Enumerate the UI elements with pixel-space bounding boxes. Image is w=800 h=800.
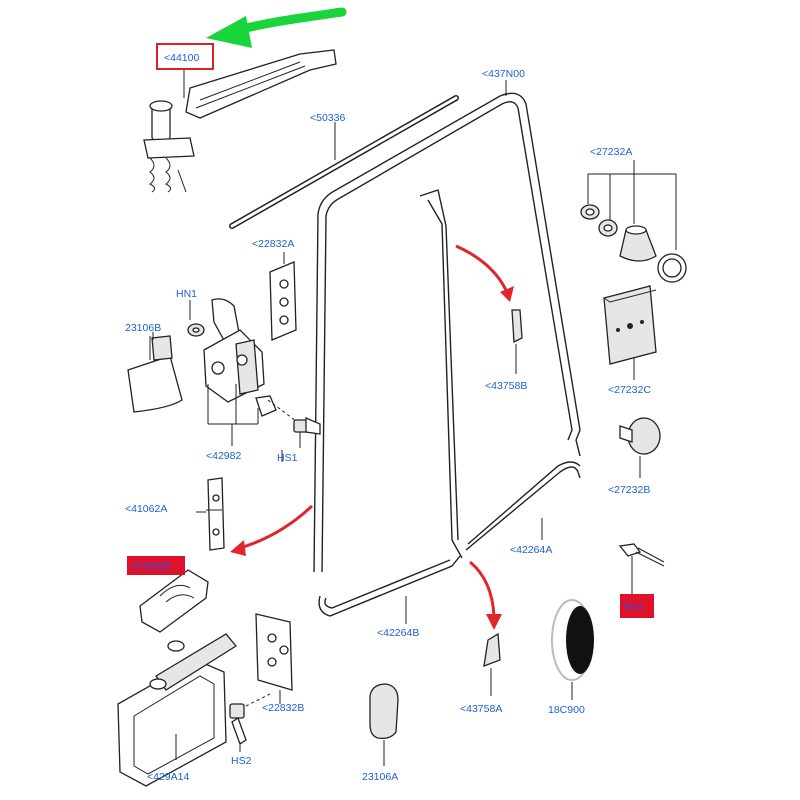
label-44100[interactable]: <44100 — [164, 52, 199, 64]
label-22832B[interactable]: <22832B — [262, 702, 304, 714]
green-pointer-arrow — [206, 7, 347, 48]
label-27232A[interactable]: <27232A — [590, 146, 632, 158]
pad-27232C — [603, 285, 657, 380]
red-tag-part — [620, 594, 654, 618]
bolt-HS2 — [229, 693, 271, 752]
highlight-box-44100 — [156, 43, 214, 70]
hinge-plate-22832B — [255, 613, 293, 704]
label-HS1[interactable]: HS1 — [277, 452, 298, 464]
red-tag-41062B — [127, 556, 185, 575]
label-red-tag-part[interactable]: Part — [624, 602, 643, 613]
strap-41062B — [139, 569, 209, 633]
clip-part-red-tag — [618, 543, 665, 594]
label-22832A[interactable]: <22832A — [252, 238, 294, 250]
label-42264A[interactable]: <42264A — [510, 544, 552, 556]
red-arrows — [230, 244, 514, 630]
nut-HN1 — [187, 300, 205, 337]
hinge-plate-22832A — [269, 252, 297, 341]
door-handle-part — [143, 49, 337, 193]
upper-hinge-42982 — [203, 298, 301, 446]
grommet-set-27232A — [580, 160, 687, 283]
label-41062A[interactable]: <41062A — [125, 503, 167, 515]
inner-channel-part — [419, 189, 463, 559]
label-23106A[interactable]: 23106A — [362, 771, 398, 783]
label-23106B[interactable]: 23106B — [125, 322, 161, 334]
label-43758B[interactable]: <43758B — [485, 380, 527, 392]
badge-18C900 — [551, 599, 594, 700]
label-HS2[interactable]: HS2 — [231, 755, 252, 767]
bumper-27232B — [619, 417, 661, 478]
label-27232C[interactable]: <27232C — [608, 384, 651, 396]
lower-seals — [318, 461, 581, 617]
bracket-41062A — [206, 477, 225, 551]
cap-23106A — [369, 683, 399, 766]
lower-hinge-429A14 — [117, 633, 237, 787]
leader-lines — [152, 70, 543, 624]
door-seal-437N00 — [313, 92, 581, 573]
label-429A14[interactable]: <429A14 — [147, 771, 189, 783]
label-18C900[interactable]: 18C900 — [548, 704, 585, 716]
label-50336[interactable]: <50336 — [310, 112, 345, 124]
trim-23106B — [127, 335, 183, 413]
label-41062B[interactable]: <41062B — [130, 561, 171, 572]
belt-strip-part — [229, 95, 459, 229]
label-437N00[interactable]: <437N00 — [482, 68, 525, 80]
trim-43758B-part — [511, 309, 523, 344]
label-27232B[interactable]: <27232B — [608, 484, 650, 496]
label-43758A[interactable]: <43758A — [460, 703, 502, 715]
trim-43758A-part — [483, 632, 501, 667]
label-HN1[interactable]: HN1 — [176, 288, 197, 300]
bolt-HS1 — [293, 417, 321, 448]
label-42982[interactable]: <42982 — [206, 450, 241, 462]
label-42264B[interactable]: <42264B — [377, 627, 419, 639]
